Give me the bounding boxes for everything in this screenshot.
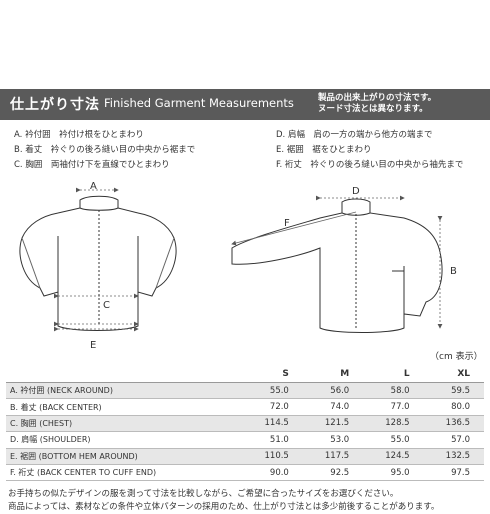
footnote-line2: 商品によっては、素材などの条件や立体パターンの採用のため、仕上がり寸法とは多少前… [8, 502, 440, 512]
label-a: A [90, 181, 97, 192]
unit-note: （cm 表示） [430, 352, 483, 362]
label-e: E [90, 340, 96, 350]
size-header-corner [6, 366, 243, 383]
cell-value: 56.0 [302, 382, 364, 400]
cell-value: 55.0 [363, 431, 424, 449]
back-measure-lines [231, 195, 443, 329]
footnote: お手持ちの似たデザインの服を測って寸法を比較しながら、ご希望に合ったサイズをお選… [8, 488, 439, 514]
definition-f: F. 裄丈 衿ぐりの後ろ縫い目の中央から袖先まで [276, 160, 464, 170]
cell-value: 121.5 [302, 415, 364, 433]
cell-value: 97.5 [423, 464, 484, 482]
size-header-m: M [302, 366, 364, 383]
cell-value: 136.5 [423, 415, 484, 433]
size-header-s: S [242, 366, 303, 383]
row-label: A. 衿付囲 (NECK AROUND) [6, 382, 243, 400]
table-row: D. 肩幅 (SHOULDER) 51.0 53.0 55.0 57.0 [6, 431, 484, 449]
cell-value: 110.5 [242, 448, 303, 465]
row-label: D. 肩幅 (SHOULDER) [6, 431, 243, 449]
definition-d: D. 肩幅 肩の一方の端から他方の端まで [276, 130, 433, 140]
cell-value: 132.5 [423, 448, 484, 465]
cell-value: 90.0 [242, 464, 303, 482]
cell-value: 51.0 [242, 431, 303, 449]
table-row: E. 裾囲 (BOTTOM HEM AROUND) 110.5 117.5 12… [6, 448, 484, 465]
page-title-jp: 仕上がり寸法 [10, 97, 100, 113]
page-title-en: Finished Garment Measurements [104, 96, 294, 110]
size-header-row: S M L XL [6, 366, 484, 383]
label-c: C [103, 300, 110, 311]
cell-value: 72.0 [242, 398, 303, 416]
cell-value: 80.0 [423, 398, 484, 416]
definition-e: E. 裾囲 裾をひとまわり [276, 145, 372, 155]
cell-value: 74.0 [302, 398, 364, 416]
cell-value: 58.0 [363, 382, 424, 400]
table-row: B. 着丈 (BACK CENTER) 72.0 74.0 77.0 80.0 [6, 398, 484, 416]
cell-value: 59.5 [423, 382, 484, 400]
header-note: 製品の出来上がりの寸法です。 ヌード寸法とは異なります。 [318, 93, 436, 115]
header-bar: 仕上がり寸法 Finished Garment Measurements 製品の… [0, 89, 490, 120]
size-table: S M L XL A. 衿付囲 (NECK AROUND) 55.0 56.0 … [6, 366, 484, 482]
cell-value: 92.5 [302, 464, 364, 482]
cell-value: 114.5 [242, 415, 303, 433]
cell-value: 95.0 [363, 464, 424, 482]
cell-value: 124.5 [363, 448, 424, 465]
label-b: B [450, 266, 457, 277]
definition-a: A. 衿付囲 衿付け根をひとまわり [14, 130, 144, 140]
row-label: E. 裾囲 (BOTTOM HEM AROUND) [6, 448, 243, 465]
back-jacket-outline [231, 198, 443, 333]
table-row: A. 衿付囲 (NECK AROUND) 55.0 56.0 58.0 59.5 [6, 382, 484, 400]
cell-value: 117.5 [302, 448, 364, 465]
cell-value: 77.0 [363, 398, 424, 416]
row-label: C. 胸囲 (CHEST) [6, 415, 243, 433]
cell-value: 55.0 [242, 382, 303, 400]
table-row: C. 胸囲 (CHEST) 114.5 121.5 128.5 136.5 [6, 415, 484, 433]
table-row: F. 裄丈 (BACK CENTER TO CUFF END) 90.0 92.… [6, 464, 484, 482]
label-d: D [352, 186, 360, 197]
cell-value: 57.0 [423, 431, 484, 449]
cell-value: 128.5 [363, 415, 424, 433]
size-header-xl: XL [423, 366, 484, 383]
garment-diagram: A C E D F B [19, 181, 457, 350]
row-label: F. 裄丈 (BACK CENTER TO CUFF END) [6, 464, 243, 482]
definitions-right: D. 肩幅 肩の一方の端から他方の端まで E. 裾囲 裾をひとまわり F. 裄丈… [276, 128, 463, 173]
header-note-line1: 製品の出来上がりの寸法です。 [318, 93, 437, 103]
label-f: F [284, 218, 290, 229]
footnote-line1: お手持ちの似たデザインの服を測って寸法を比較しながら、ご希望に合ったサイズをお選… [8, 489, 399, 499]
definition-b: B. 着丈 衿ぐりの後ろ縫い目の中央から裾まで [14, 145, 196, 155]
header-note-line2: ヌード寸法とは異なります。 [318, 104, 428, 114]
size-header-l: L [363, 366, 424, 383]
cell-value: 53.0 [302, 431, 364, 449]
definition-c: C. 胸囲 両袖付け下を直線でひとまわり [14, 160, 170, 170]
front-measure-lines [54, 187, 139, 332]
definitions-left: A. 衿付囲 衿付け根をひとまわり B. 着丈 衿ぐりの後ろ縫い目の中央から裾ま… [14, 128, 195, 173]
front-jacket-outline [19, 195, 177, 331]
row-label: B. 着丈 (BACK CENTER) [6, 398, 243, 416]
